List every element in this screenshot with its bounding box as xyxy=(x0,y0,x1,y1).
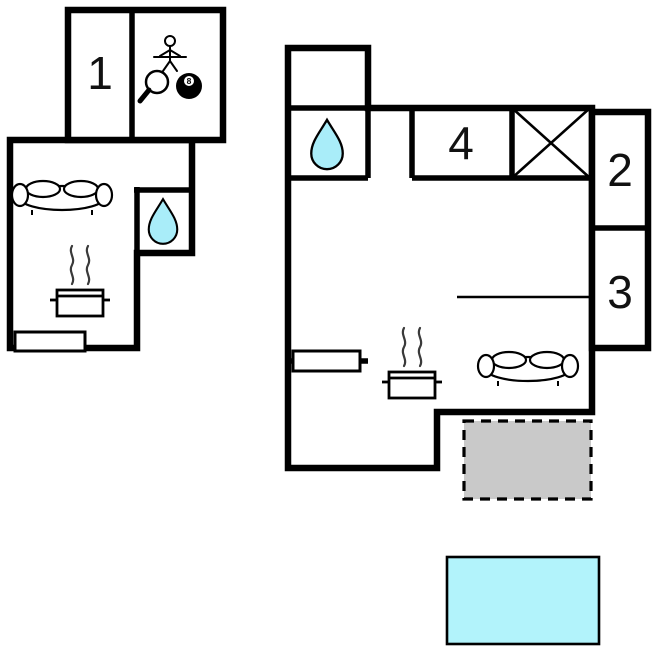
main-outline xyxy=(284,44,596,472)
sofa-icon xyxy=(10,179,114,215)
room-3-label: 3 xyxy=(607,266,633,318)
window xyxy=(13,330,87,353)
pool xyxy=(445,555,601,646)
eight-ball-icon: 8 xyxy=(176,73,202,99)
terrace xyxy=(462,419,593,501)
room-1-label: 1 xyxy=(87,47,113,99)
x-mark xyxy=(511,107,591,179)
foosball-player-icon xyxy=(153,35,187,72)
table-tennis-paddle-icon xyxy=(137,69,170,104)
room-2-label: 2 xyxy=(607,144,633,196)
stove-icon xyxy=(382,326,442,400)
building-left: 1 8 xyxy=(6,6,227,353)
water-drop-icon xyxy=(147,197,179,245)
building-right: 4 2 3 xyxy=(284,44,652,472)
games-room xyxy=(64,6,227,144)
sofa-icon xyxy=(476,350,580,386)
eight-ball-number: 8 xyxy=(187,76,192,86)
water-drop-icon xyxy=(310,117,344,171)
stove-icon xyxy=(50,244,110,318)
room-4-label: 4 xyxy=(448,117,474,169)
window xyxy=(291,349,362,373)
